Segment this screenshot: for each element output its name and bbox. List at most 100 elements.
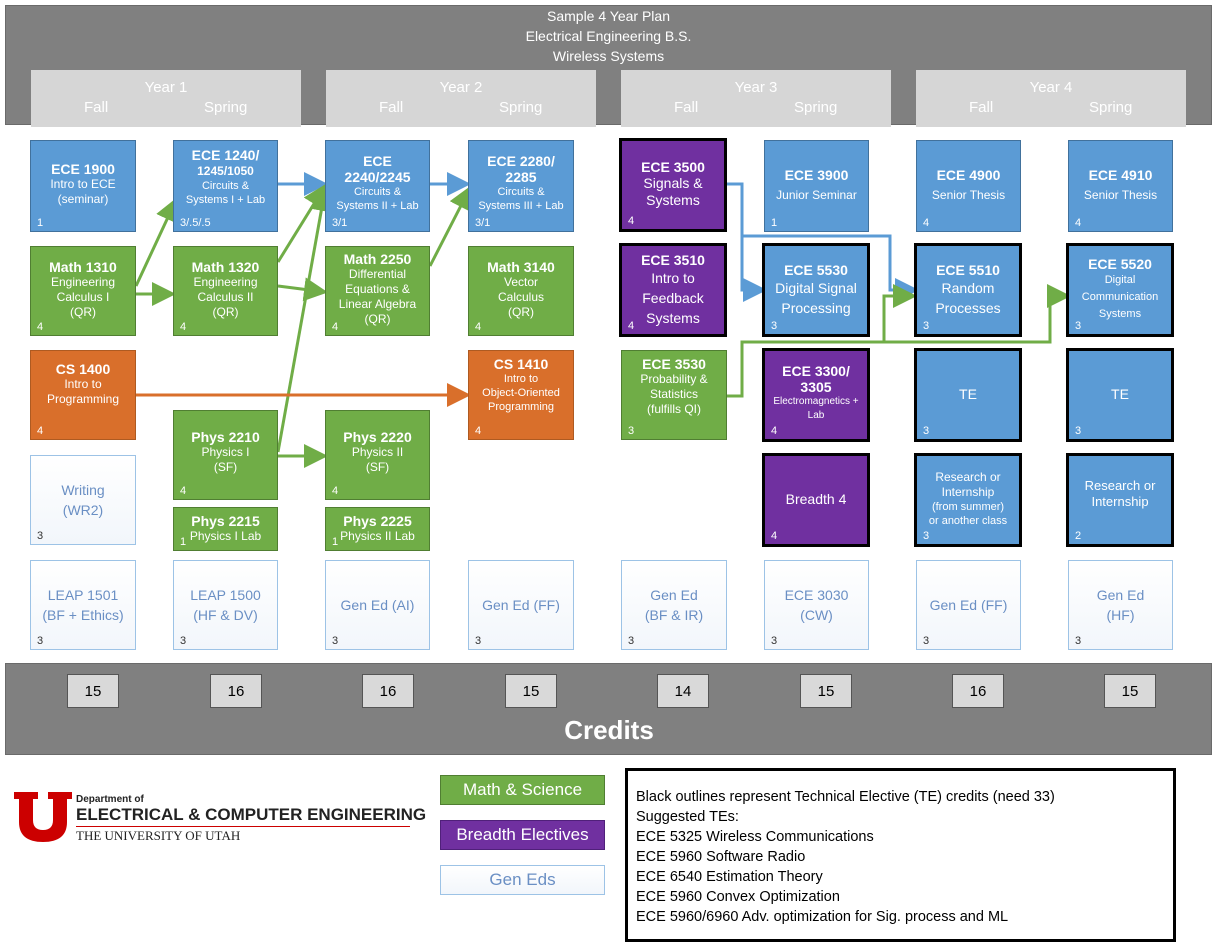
course-credits: 1 <box>37 217 44 229</box>
course-math3140[interactable]: Math 3140 Vector Calculus (QR) 4 <box>468 246 574 336</box>
course-name: Systems <box>646 192 700 208</box>
course-ece3510[interactable]: ECE 3510 Intro to Feedback Systems 4 <box>619 243 727 337</box>
course-name: Intro to ECE <box>50 177 116 191</box>
course-gened-ai[interactable]: Gen Ed (AI) 3 <box>325 560 430 650</box>
course-code: Math 1310 <box>49 259 117 275</box>
course-gened-ff-y4[interactable]: Gen Ed (FF) 3 <box>916 560 1021 650</box>
course-name: (CW) <box>800 607 833 623</box>
course-name: Systems I + Lab <box>185 194 266 206</box>
course-name: Internship <box>941 485 995 499</box>
course-name: Senior Thesis <box>931 188 1006 202</box>
course-name: Physics II Lab <box>340 529 415 543</box>
course-leap1501[interactable]: LEAP 1501 (BF + Ethics) 3 <box>30 560 136 650</box>
course-name: Circuits & <box>497 186 545 198</box>
course-ece3030[interactable]: ECE 3030 (CW) 3 <box>764 560 869 650</box>
course-name: Differential <box>348 267 407 281</box>
course-cs1400[interactable]: CS 1400 Intro to Programming 4 <box>30 350 136 440</box>
course-name: Research or <box>935 470 1001 484</box>
course-te-fall[interactable]: TE 3 <box>914 348 1022 442</box>
course-math1320[interactable]: Math 1320 Engineering Calculus II (QR) 4 <box>173 246 278 336</box>
course-ece1900[interactable]: ECE 1900 Intro to ECE (seminar) 1 <box>30 140 136 232</box>
course-ece5510[interactable]: ECE 5510 Random Processes 3 <box>914 243 1022 337</box>
note-line: ECE 5960 Convex Optimization <box>636 889 840 905</box>
course-name: Vector <box>503 275 539 289</box>
course-gened-hf[interactable]: Gen Ed (HF) 3 <box>1068 560 1173 650</box>
course-phys2215[interactable]: Phys 2215 Physics I Lab 1 <box>173 507 278 551</box>
course-code: CS 1410 <box>493 356 549 372</box>
course-name: Intro to <box>64 377 102 391</box>
course-math2250[interactable]: Math 2250 Differential Equations & Linea… <box>325 246 430 336</box>
course-name: LEAP 1501 <box>47 587 119 603</box>
course-writing[interactable]: Writing (WR2) 3 <box>30 455 136 545</box>
course-cs1410[interactable]: CS 1410 Intro to Object-Oriented Program… <box>468 350 574 440</box>
year-label: Year 3 <box>734 79 778 96</box>
course-name: (BF + Ethics) <box>42 607 124 623</box>
course-name: Programming <box>46 392 120 406</box>
course-name: Calculus I <box>56 290 110 304</box>
fall-label: Fall <box>379 99 404 116</box>
credit-total-y4-fall: 16 <box>952 674 1004 708</box>
arrow-math1320-math2250 <box>277 277 328 302</box>
course-name: Senior Thesis <box>1083 188 1158 202</box>
course-code: Phys 2210 <box>191 429 260 445</box>
course-te-spring[interactable]: TE 3 <box>1066 348 1174 442</box>
course-research-spring[interactable]: Research or Internship 2 <box>1066 453 1174 547</box>
course-ece5520[interactable]: ECE 5520 Digital Communication Systems 3 <box>1066 243 1174 337</box>
credit-total-y2-fall: 16 <box>362 674 414 708</box>
course-ece3500[interactable]: ECE 3500 Signals & Systems 4 <box>619 138 727 232</box>
course-name: Feedback <box>642 290 704 306</box>
course-ece5530[interactable]: ECE 5530 Digital Signal Processing 3 <box>762 243 870 337</box>
course-credits: 4 <box>771 530 778 542</box>
course-code: 3305 <box>800 379 832 395</box>
course-credits: 1 <box>332 536 339 548</box>
course-gened-ff-y2[interactable]: Gen Ed (FF) 3 <box>468 560 574 650</box>
te-notes: Black outlines represent Technical Elect… <box>625 768 1176 942</box>
course-ece2240[interactable]: ECE 2240/2245 Circuits & Systems II + La… <box>325 140 430 232</box>
course-credits: 4 <box>475 425 482 437</box>
year-2-header: Year 2 Fall Spring <box>326 70 596 127</box>
course-breadth4[interactable]: Breadth 4 4 <box>762 453 870 547</box>
course-name: Digital <box>1104 274 1136 286</box>
course-phys2225[interactable]: Phys 2225 Physics II Lab 1 <box>325 507 430 551</box>
course-name: (fulfills QI) <box>647 402 701 416</box>
fall-label: Fall <box>969 99 994 116</box>
course-code: Phys 2225 <box>343 513 412 529</box>
course-ece3900[interactable]: ECE 3900 Junior Seminar 1 <box>764 140 869 232</box>
note-line: Suggested TEs: <box>636 809 739 825</box>
course-research-fall[interactable]: Research or Internship (from summer) or … <box>914 453 1022 547</box>
course-ece3300[interactable]: ECE 3300/ 3305 Electromagnetics + Lab 4 <box>762 348 870 442</box>
course-name: Physics I <box>201 445 250 459</box>
course-name: Linear Algebra <box>338 297 417 311</box>
course-gened-bfir[interactable]: Gen Ed (BF & IR) 3 <box>621 560 727 650</box>
course-math1310[interactable]: Math 1310 Engineering Calculus I (QR) 4 <box>30 246 136 336</box>
course-name: (HF) <box>1106 607 1135 623</box>
credits-band <box>5 663 1212 755</box>
course-name: Processes <box>935 300 1001 316</box>
course-code: ECE 3530 <box>642 356 706 372</box>
course-ece1240[interactable]: ECE 1240/ 1245/1050 Circuits & Systems I… <box>173 140 278 232</box>
course-ece4900[interactable]: ECE 4900 Senior Thesis 4 <box>916 140 1021 232</box>
course-ece3530[interactable]: ECE 3530 Probability & Statistics (fulfi… <box>621 350 727 440</box>
course-name: (QR) <box>508 305 534 319</box>
course-code: CS 1400 <box>55 361 111 377</box>
spring-label: Spring <box>1089 99 1133 116</box>
course-name: (HF & DV) <box>193 607 258 623</box>
course-code: Math 3140 <box>487 259 555 275</box>
course-credits: 3 <box>771 635 778 647</box>
course-name: Gen Ed <box>650 587 698 603</box>
course-code: 2285 <box>505 169 537 185</box>
course-credits: 4 <box>628 215 635 227</box>
course-credits: 3 <box>771 320 778 332</box>
course-ece2280[interactable]: ECE 2280/ 2285 Circuits & Systems III + … <box>468 140 574 232</box>
course-phys2220[interactable]: Phys 2220 Physics II (SF) 4 <box>325 410 430 500</box>
course-ece4910[interactable]: ECE 4910 Senior Thesis 4 <box>1068 140 1173 232</box>
course-name: (SF) <box>365 460 390 474</box>
course-credits: 4 <box>332 321 339 333</box>
credit-total-y3-spring: 15 <box>800 674 852 708</box>
credit-total-y3-fall: 14 <box>657 674 709 708</box>
spring-label: Spring <box>499 99 543 116</box>
course-credits: 4 <box>180 321 187 333</box>
course-leap1500[interactable]: LEAP 1500 (HF & DV) 3 <box>173 560 278 650</box>
course-credits: 3 <box>923 530 930 542</box>
course-phys2210[interactable]: Phys 2210 Physics I (SF) 4 <box>173 410 278 500</box>
